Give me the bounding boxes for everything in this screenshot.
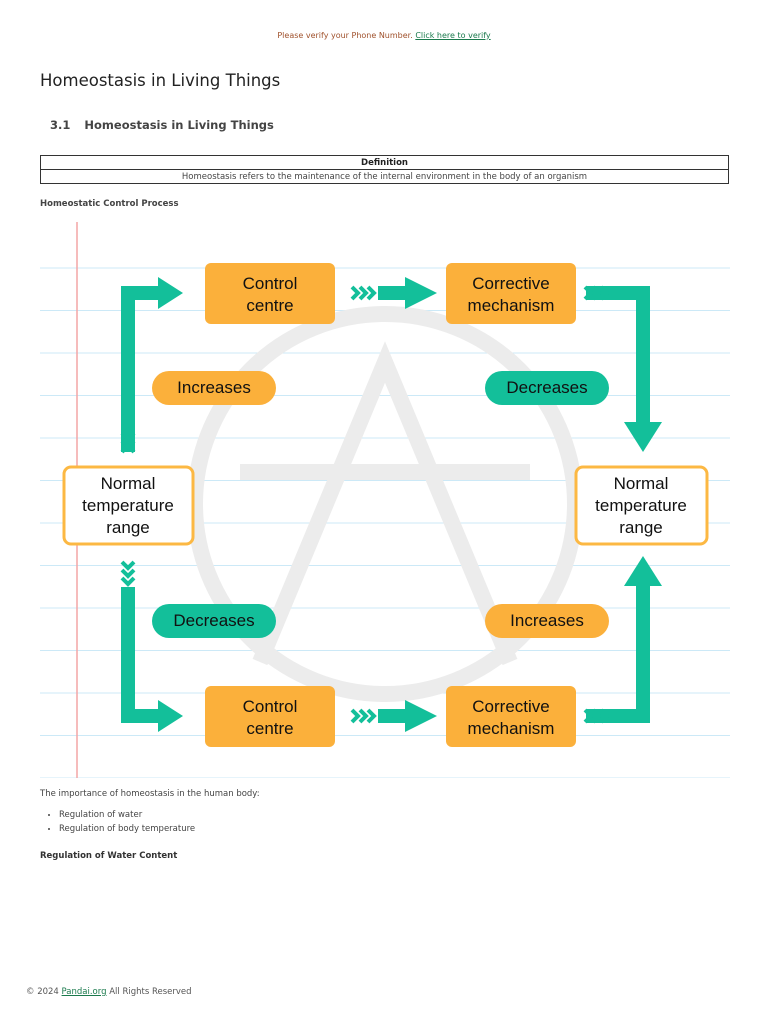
footer-rights: All Rights Reserved bbox=[109, 987, 192, 997]
chevrons-bottom-middle bbox=[350, 708, 377, 724]
left-state-line1: Normal bbox=[101, 474, 156, 493]
subheading-water: Regulation of Water Content bbox=[40, 851, 178, 861]
homeostasis-diagram: Control centre Corrective mechanism Cont… bbox=[40, 222, 730, 779]
top-left-arrow bbox=[121, 286, 160, 452]
diagram-label: Homeostatic Control Process bbox=[40, 199, 179, 209]
bottom-control-line1: Control bbox=[243, 697, 298, 716]
footer: © 2024 Pandai.org All Rights Reserved bbox=[26, 987, 192, 997]
arrowhead-top-right bbox=[624, 422, 662, 452]
box-bottom-control: Control centre bbox=[205, 686, 335, 747]
arrowhead-bottom-left bbox=[158, 700, 183, 732]
verify-banner: Please verify your Phone Number. Click h… bbox=[0, 31, 768, 40]
definition-text: Homeostasis refers to the maintenance of… bbox=[40, 169, 729, 184]
pill-bottom-left: Decreases bbox=[152, 604, 276, 638]
box-bottom-corrective: Corrective mechanism bbox=[446, 686, 576, 747]
left-state-line3: range bbox=[106, 518, 149, 537]
footer-copyright: © 2024 bbox=[26, 987, 59, 997]
list-item: Regulation of water bbox=[59, 810, 195, 820]
box-top-control: Control centre bbox=[205, 263, 335, 324]
importance-list: Regulation of water Regulation of body t… bbox=[59, 810, 195, 838]
chevrons-bottom-right bbox=[583, 708, 610, 724]
arrowhead-top-left bbox=[158, 277, 183, 309]
chevrons-top-right bbox=[583, 285, 610, 301]
bottom-control-line2: centre bbox=[246, 719, 293, 738]
bottom-left-arrow bbox=[121, 587, 160, 723]
box-top-corrective: Corrective mechanism bbox=[446, 263, 576, 324]
top-corrective-line2: mechanism bbox=[468, 296, 555, 315]
bottom-right-arrow bbox=[586, 582, 650, 723]
list-item: Regulation of body temperature bbox=[59, 824, 195, 834]
pill-top-left: Increases bbox=[152, 371, 276, 405]
arrowhead-bottom-right bbox=[624, 556, 662, 586]
arrowhead-top-middle bbox=[405, 277, 437, 309]
right-state-line2: temperature bbox=[595, 496, 687, 515]
chevrons-top-middle bbox=[350, 285, 377, 301]
box-right-state: Normal temperature range bbox=[574, 465, 709, 546]
left-state-line2: temperature bbox=[82, 496, 174, 515]
top-corrective-line1: Corrective bbox=[472, 274, 549, 293]
pill-top-right: Decreases bbox=[485, 371, 609, 405]
top-control-line2: centre bbox=[246, 296, 293, 315]
chevrons-left-up bbox=[120, 427, 136, 454]
section-title: 3.1 Homeostasis in Living Things bbox=[50, 118, 274, 132]
pill-bottom-right-label: Increases bbox=[510, 611, 584, 630]
definition-header: Definition bbox=[40, 155, 729, 170]
verify-link[interactable]: Click here to verify bbox=[415, 31, 491, 40]
right-state-line1: Normal bbox=[614, 474, 669, 493]
box-left-state: Normal temperature range bbox=[62, 465, 195, 546]
pill-bottom-right: Increases bbox=[485, 604, 609, 638]
definition-table: Definition Homeostasis refers to the mai… bbox=[40, 155, 729, 184]
importance-text: The importance of homeostasis in the hum… bbox=[40, 789, 260, 799]
bottom-corrective-line2: mechanism bbox=[468, 719, 555, 738]
right-state-line3: range bbox=[619, 518, 662, 537]
chevrons-left-down bbox=[120, 560, 136, 587]
pill-bottom-left-label: Decreases bbox=[173, 611, 254, 630]
section-title-text: Homeostasis in Living Things bbox=[84, 118, 274, 132]
section-number: 3.1 bbox=[50, 118, 71, 132]
page-title: Homeostasis in Living Things bbox=[40, 71, 281, 90]
footer-site-link[interactable]: Pandai.org bbox=[61, 987, 107, 997]
pill-top-right-label: Decreases bbox=[506, 378, 587, 397]
verify-message: Please verify your Phone Number. bbox=[277, 31, 413, 40]
bottom-corrective-line1: Corrective bbox=[472, 697, 549, 716]
pill-top-left-label: Increases bbox=[177, 378, 251, 397]
arrowhead-bottom-middle bbox=[405, 700, 437, 732]
homeostasis-diagram-svg: Control centre Corrective mechanism Cont… bbox=[40, 222, 730, 779]
top-control-line1: Control bbox=[243, 274, 298, 293]
